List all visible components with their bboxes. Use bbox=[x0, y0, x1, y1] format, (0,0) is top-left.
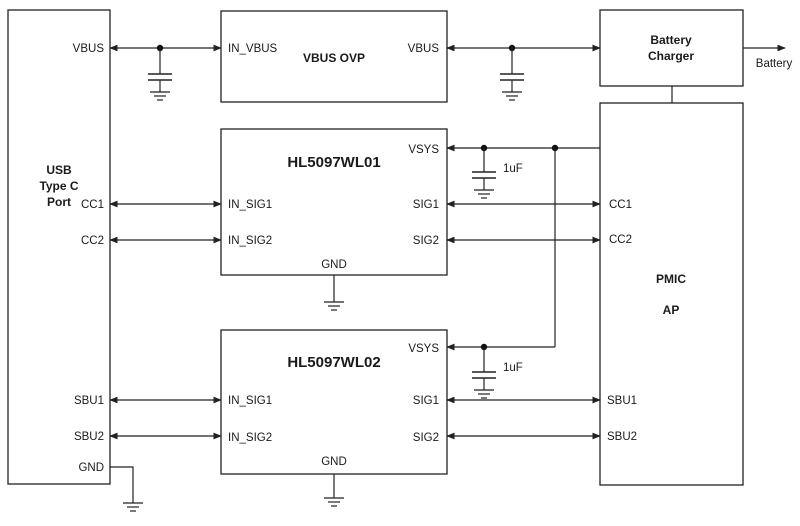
u2-pin-in-sig2: IN_SIG2 bbox=[228, 432, 272, 444]
pmic-pin-sbu1: SBU1 bbox=[607, 395, 637, 407]
u2-pin-gnd: GND bbox=[321, 456, 347, 468]
hl5097wl02-block: HL5097WL02 VSYS IN_SIG1 IN_SIG2 SIG1 SIG… bbox=[220, 329, 448, 475]
u2-pin-sig1: SIG1 bbox=[413, 395, 439, 407]
charger-label-line1: Battery bbox=[650, 33, 692, 47]
charger-label-line2: Charger bbox=[648, 49, 694, 63]
usb-ground bbox=[110, 466, 143, 512]
pmic-ap-block: PMIC AP CC1 CC2 SBU1 SBU2 bbox=[599, 102, 744, 486]
battery-output-arrow: Battery bbox=[743, 44, 793, 70]
u2-ground bbox=[324, 474, 344, 507]
ground-symbol bbox=[474, 389, 494, 399]
ground-symbol bbox=[123, 502, 143, 512]
ground-symbol bbox=[324, 301, 344, 311]
u2-pin-vsys: VSYS bbox=[408, 343, 439, 355]
cap-value-label: 1uF bbox=[503, 163, 523, 175]
u1-pin-vsys: VSYS bbox=[408, 144, 439, 156]
u1-pin-in-sig1: IN_SIG1 bbox=[228, 199, 272, 211]
pmic-label-line1: PMIC bbox=[656, 272, 686, 286]
ovp-pin-in-vbus: IN_VBUS bbox=[228, 43, 278, 55]
pmic-pin-cc2: CC2 bbox=[609, 234, 632, 246]
u2-pin-in-sig1: IN_SIG1 bbox=[228, 395, 272, 407]
battery-charger-block: Battery Charger bbox=[599, 9, 744, 87]
u1-pin-in-sig2: IN_SIG2 bbox=[228, 235, 272, 247]
usb-pin-cc2: CC2 bbox=[81, 235, 104, 247]
usb-pin-sbu2: SBU2 bbox=[74, 431, 104, 443]
u1-title: HL5097WL01 bbox=[287, 154, 380, 171]
usb-pin-sbu1: SBU1 bbox=[74, 395, 104, 407]
pmic-label-line2: AP bbox=[663, 303, 680, 317]
ground-symbol bbox=[324, 497, 344, 507]
ground-symbol bbox=[474, 189, 494, 199]
u1-ground bbox=[324, 275, 344, 311]
ovp-title: VBUS OVP bbox=[303, 51, 365, 65]
usb-type-c-port-block: USB Type C Port VBUS CC1 CC2 SBU1 SBU2 G… bbox=[7, 9, 111, 485]
pmic-pin-sbu2: SBU2 bbox=[607, 431, 637, 443]
usb-block-label-line3: Port bbox=[47, 195, 71, 209]
ovp-pin-vbus: VBUS bbox=[408, 43, 440, 55]
u1-pin-sig1: SIG1 bbox=[413, 199, 439, 211]
ground-symbol bbox=[150, 91, 170, 101]
vbus-net-usb-to-ovp bbox=[109, 44, 222, 101]
u1-pin-sig2: SIG2 bbox=[413, 235, 439, 247]
u2-title: HL5097WL02 bbox=[287, 354, 380, 371]
hl5097wl01-block: HL5097WL01 VSYS IN_SIG1 IN_SIG2 SIG1 SIG… bbox=[220, 128, 448, 276]
ground-symbol bbox=[502, 91, 522, 101]
pmic-pin-cc1: CC1 bbox=[609, 199, 632, 211]
vsys-net: 1uF 1uF bbox=[446, 144, 600, 399]
cap-value-label: 1uF bbox=[503, 362, 523, 374]
u1-pin-gnd: GND bbox=[321, 259, 347, 271]
u2-pin-sig2: SIG2 bbox=[413, 432, 439, 444]
vbus-net-ovp-to-charger bbox=[446, 44, 601, 101]
usb-block-label-line1: USB bbox=[46, 163, 72, 177]
usb-pin-gnd: GND bbox=[78, 462, 104, 474]
usb-block-label-line2: Type C bbox=[39, 179, 78, 193]
vbus-ovp-block: IN_VBUS VBUS OVP VBUS bbox=[220, 10, 448, 103]
usb-pin-cc1: CC1 bbox=[81, 199, 104, 211]
usb-pin-vbus: VBUS bbox=[73, 43, 105, 55]
battery-label: Battery bbox=[756, 58, 793, 70]
